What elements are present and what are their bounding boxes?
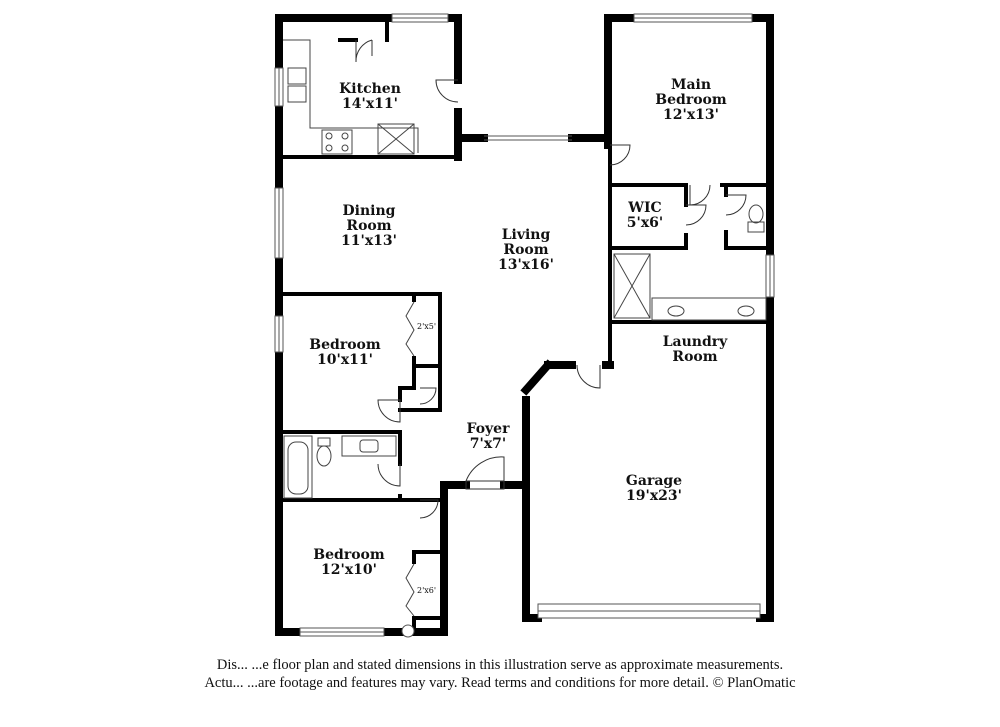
disclaimer-line-1: Dis... ...e floor plan and stated dimens… bbox=[216, 657, 784, 673]
main-bedroom-label: Main Bedroom 12'x13' bbox=[655, 78, 726, 123]
closet-mid-dims: 2'x5' bbox=[417, 322, 437, 331]
living-name-2: Room bbox=[503, 242, 549, 258]
windows bbox=[274, 13, 775, 637]
kitchen-dims: 14'x11' bbox=[342, 96, 398, 112]
main-bedroom-name-1: Main bbox=[670, 77, 712, 93]
bedroom-low-name: Bedroom bbox=[313, 547, 385, 563]
garage-dims: 19'x23' bbox=[626, 488, 682, 504]
closet-low-dims: 2'x6' bbox=[417, 586, 437, 595]
bedroom-mid-label: Bedroom 10'x11' bbox=[309, 338, 380, 368]
kitchen-name: Kitchen bbox=[339, 81, 401, 97]
dining-room-label: Dining Room 11'x13' bbox=[341, 204, 397, 249]
fixtures bbox=[283, 39, 767, 499]
bedroom-mid-name: Bedroom bbox=[309, 337, 381, 353]
laundry-room-label: Laundry Room bbox=[663, 335, 728, 365]
bedroom-low-label: Bedroom 12'x10' bbox=[313, 548, 384, 578]
laundry-name-2: Room bbox=[672, 349, 718, 365]
bedroom-mid-dims: 10'x11' bbox=[317, 352, 373, 368]
doors bbox=[355, 39, 747, 519]
foyer-name: Foyer bbox=[466, 421, 510, 437]
disclaimer-line-2: Actu... ...are footage and features may … bbox=[204, 675, 796, 691]
logo-mark-icon bbox=[401, 624, 415, 638]
dining-name-2: Room bbox=[346, 218, 392, 234]
wic-label: WIC 5'x6' bbox=[627, 201, 663, 231]
living-dims: 13'x16' bbox=[498, 257, 554, 273]
exterior-walls bbox=[275, 14, 774, 636]
main-bedroom-dims: 12'x13' bbox=[663, 107, 719, 123]
closet-doors bbox=[405, 301, 415, 617]
foyer-dims: 7'x7' bbox=[469, 436, 507, 452]
dining-dims: 11'x13' bbox=[341, 233, 397, 249]
dining-name-1: Dining bbox=[342, 203, 396, 219]
laundry-name-1: Laundry bbox=[662, 334, 728, 350]
wic-dims: 5'x6' bbox=[626, 215, 664, 231]
wic-name: WIC bbox=[628, 200, 662, 216]
garage-label: Garage 19'x23' bbox=[626, 474, 682, 504]
living-name-1: Living bbox=[501, 227, 551, 243]
kitchen-label: Kitchen 14'x11' bbox=[339, 82, 401, 112]
bedroom-low-dims: 12'x10' bbox=[321, 562, 377, 578]
interior-walls bbox=[277, 16, 772, 634]
living-room-label: Living Room 13'x16' bbox=[498, 228, 554, 273]
garage-name: Garage bbox=[625, 473, 683, 489]
disclaimer: Dis... ...e floor plan and stated dimens… bbox=[0, 656, 1000, 692]
main-bedroom-name-2: Bedroom bbox=[655, 92, 727, 108]
floor-plan bbox=[274, 13, 775, 638]
foyer-label: Foyer 7'x7' bbox=[467, 422, 510, 452]
